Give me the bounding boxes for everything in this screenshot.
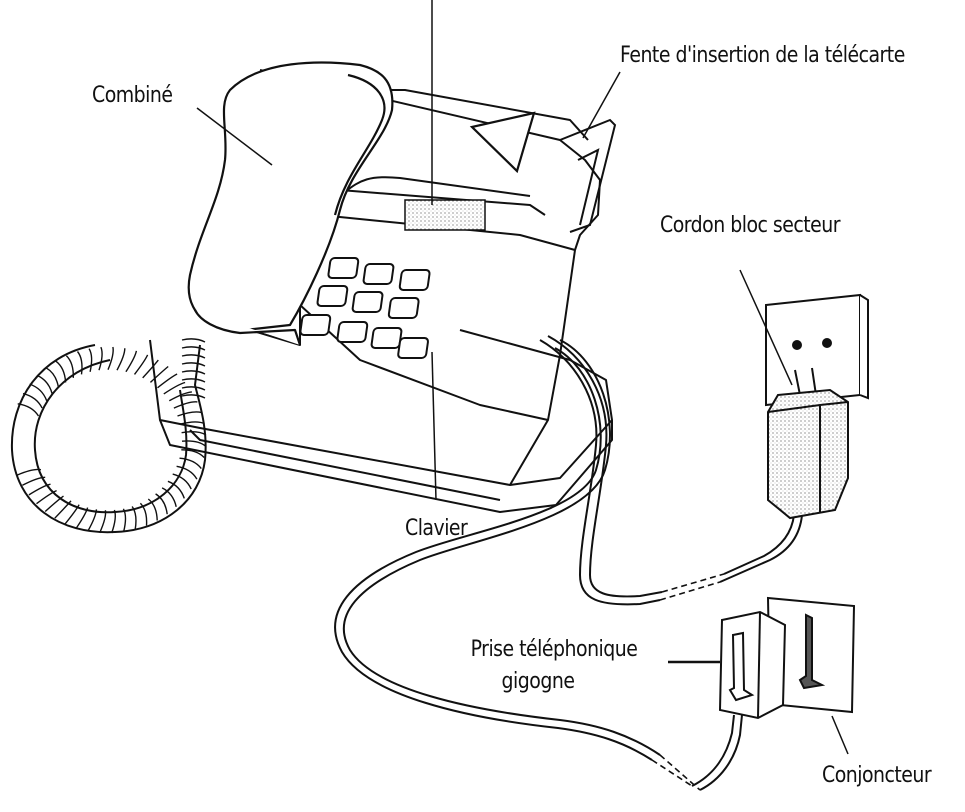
- coil-ring: [181, 440, 207, 447]
- keypad-key: [299, 314, 332, 336]
- coil-ring: [22, 476, 46, 486]
- coil-ring: [36, 374, 53, 395]
- coil-ring: [16, 468, 42, 476]
- arrow-indicator-icon: [469, 111, 536, 174]
- coil-ring: [44, 495, 64, 513]
- keypad-key: [397, 337, 429, 359]
- coil-ring: [157, 373, 178, 389]
- power-adapter: [767, 367, 849, 520]
- coil-ring: [29, 383, 48, 401]
- coil-ring: [22, 392, 43, 409]
- keypad-key: [387, 297, 420, 319]
- coil-ring: [88, 348, 93, 372]
- label-power-cord: Cordon bloc secteur: [660, 213, 841, 238]
- coil-ring: [168, 391, 192, 402]
- coil-ring: [181, 378, 206, 383]
- coil-ring: [142, 359, 159, 379]
- phone-line-cord: [334, 339, 743, 791]
- coil-ring: [181, 394, 206, 399]
- coil-ring: [45, 367, 60, 388]
- coil-ring: [181, 354, 206, 359]
- power-cord: [539, 335, 804, 606]
- coil-ring: [65, 355, 75, 378]
- keypad: [299, 257, 431, 359]
- coil-ring: [107, 346, 114, 370]
- coil-ring: [54, 500, 72, 519]
- coil-ring: [181, 346, 206, 351]
- coil-ring: [149, 365, 169, 383]
- leader-lines: [196, 0, 849, 755]
- coil-ring: [181, 338, 206, 343]
- leader-line-card-slot: [582, 71, 621, 139]
- coil-ring: [177, 411, 202, 417]
- label-phone-plug-line2: gigogne: [501, 669, 575, 694]
- coil-ring: [28, 483, 51, 496]
- coil-ring: [181, 386, 206, 391]
- label-keypad: Clavier: [405, 516, 468, 541]
- keypad-key: [398, 269, 431, 291]
- leader-line-handset: [196, 107, 273, 166]
- coil-ring: [122, 508, 127, 533]
- leader-line-keypad: [431, 351, 437, 501]
- power-cord-break: [659, 573, 725, 601]
- coil-ring: [147, 498, 158, 521]
- leader-line-power-cord: [739, 269, 793, 386]
- coil-ring: [179, 421, 205, 425]
- coil-ring: [111, 509, 116, 534]
- coil-ring: [17, 403, 40, 417]
- coil-ring: [99, 510, 107, 534]
- coil-ring: [125, 350, 138, 373]
- handset: [187, 61, 394, 346]
- coil-ring: [163, 381, 186, 395]
- card-slot: [404, 118, 617, 233]
- coil-ring: [36, 489, 57, 505]
- coil-ring: [181, 430, 207, 436]
- coil-ring: [98, 346, 103, 371]
- coil-ring: [181, 449, 205, 458]
- coil-ring: [64, 504, 80, 525]
- coil-ring: [155, 493, 168, 515]
- coil-ring: [167, 480, 185, 499]
- coil-ring: [55, 360, 67, 383]
- coil-ring: [131, 506, 137, 530]
- keypad-key: [336, 321, 369, 343]
- coil-ring: [179, 457, 202, 470]
- coil-ring: [139, 502, 148, 526]
- keypad-key: [316, 285, 349, 307]
- label-handset: Combiné: [92, 83, 173, 108]
- keypad-key: [370, 327, 403, 349]
- coil-ring: [87, 509, 98, 532]
- keypad-key: [362, 263, 395, 285]
- phone-line-break: [651, 754, 701, 791]
- coil-ring: [173, 401, 198, 409]
- label-card-slot: Fente d'insertion de la télécarte: [620, 43, 905, 68]
- phone-plug: [718, 610, 787, 720]
- coil-ring: [133, 354, 149, 375]
- coil-ring: [172, 473, 192, 490]
- power-outlet: [765, 293, 869, 407]
- coil-ring: [116, 348, 126, 371]
- coil-ring: [181, 370, 206, 375]
- coil-ring: [176, 465, 198, 480]
- coil-ring: [181, 362, 206, 367]
- coil-rings: [16, 338, 207, 534]
- label-phone-plug-line1: Prise téléphonique: [470, 637, 638, 662]
- keypad-key: [327, 257, 360, 279]
- keypad-key: [351, 291, 384, 313]
- coil-ring: [75, 507, 89, 529]
- coil-ring: [76, 351, 83, 375]
- label-wall-socket: Conjoncteur: [822, 763, 932, 788]
- coil-ring: [161, 487, 177, 507]
- leader-line-wall-socket: [831, 715, 849, 755]
